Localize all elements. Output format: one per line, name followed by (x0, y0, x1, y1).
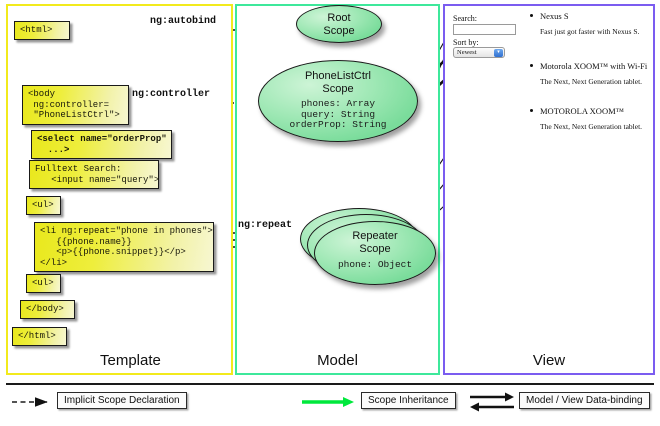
double-arrow-icon (470, 392, 514, 412)
fulltext-search-input: Fulltext Search: <input name="query"> (29, 160, 159, 189)
list-item[interactable]: Motorola XOOM™ with Wi-Fi The Next, Next… (530, 61, 648, 86)
phonelistctrl-scope-title-1: PhoneListCtrl (304, 70, 372, 82)
legend-implicit-scope-declaration: Implicit Scope Declaration (57, 392, 187, 409)
legend-icon-layer (12, 392, 514, 412)
body-controller-tag: <body ng:controller= "PhoneListCtrl"> (22, 85, 129, 125)
legend-model-view-data-binding: Model / View Data-binding (519, 392, 650, 409)
repeater-scope: Repeater Scope phone: Object (314, 221, 436, 285)
panel-view-label: View (532, 352, 566, 369)
legend-divider (6, 383, 654, 385)
search-input[interactable] (453, 24, 516, 35)
bullet-icon (530, 109, 533, 112)
bullet-icon (530, 64, 533, 67)
li-ngrepeat-tag: <li ng:repeat="phone in phones"> {{phone… (34, 222, 214, 272)
phone-name: MOTOROLA XOOM™ (540, 106, 624, 116)
panel-model-label: Model (317, 352, 358, 369)
search-label: Search: (453, 14, 477, 23)
root-scope-title-1: Root (327, 12, 351, 24)
phonelistctrl-scope: PhoneListCtrl Scope phones: Array query:… (258, 60, 418, 142)
repeater-scope-title-2: Scope (359, 242, 391, 255)
html-close-tag: </html> (12, 327, 67, 346)
legend-scope-inheritance: Scope Inheritance (361, 392, 456, 409)
chevron-down-icon: ▾ (494, 49, 503, 57)
phone-name: Motorola XOOM™ with Wi-Fi (540, 61, 648, 71)
ul-open-tag: <ul> (26, 196, 61, 215)
root-scope-title-2: Scope (323, 24, 355, 37)
edge-label-ng-controller: ng:controller (132, 89, 211, 100)
phone-snippet: Fast just got faster with Nexus S. (540, 27, 640, 36)
sort-select-value: Newest (457, 49, 477, 56)
panel-view: View (443, 4, 655, 375)
select-orderprop-tag: <select name="orderProp" ...> (31, 130, 172, 159)
phonelistctrl-scope-props-bold: orderProp: String (289, 119, 387, 130)
panel-template-label: Template (100, 352, 161, 369)
list-item[interactable]: Nexus S Fast just got faster with Nexus … (530, 11, 640, 36)
repeater-scope-title-1: Repeater (352, 230, 398, 242)
panel-template: Template (6, 4, 233, 375)
list-item[interactable]: MOTOROLA XOOM™ The Next, Next Generation… (530, 106, 643, 131)
phone-name: Nexus S (540, 11, 569, 21)
sort-label: Sort by: (453, 38, 479, 47)
phone-snippet: The Next, Next Generation tablet. (540, 122, 643, 131)
solid-green-arrow-icon (302, 397, 354, 407)
phonelistctrl-scope-title-2: Scope (322, 82, 354, 95)
ul-close-tag: <ul> (26, 274, 61, 293)
edge-label-ng-repeat: ng:repeat (238, 220, 293, 231)
root-scope: Root Scope (296, 5, 382, 43)
phone-snippet: The Next, Next Generation tablet. (540, 77, 643, 86)
body-close-tag: </body> (20, 300, 75, 319)
html-open-tag: <html> (14, 21, 70, 40)
panel-model: Model (235, 4, 440, 375)
edge-label-ng-autobind: ng:autobind (150, 16, 217, 27)
bullet-icon (530, 14, 533, 17)
phonelistctrl-scope-props: phones: Array query: String (300, 98, 376, 120)
repeater-scope-props: phone: Object (337, 259, 413, 270)
sort-select[interactable]: Newest ▾ (453, 47, 505, 58)
